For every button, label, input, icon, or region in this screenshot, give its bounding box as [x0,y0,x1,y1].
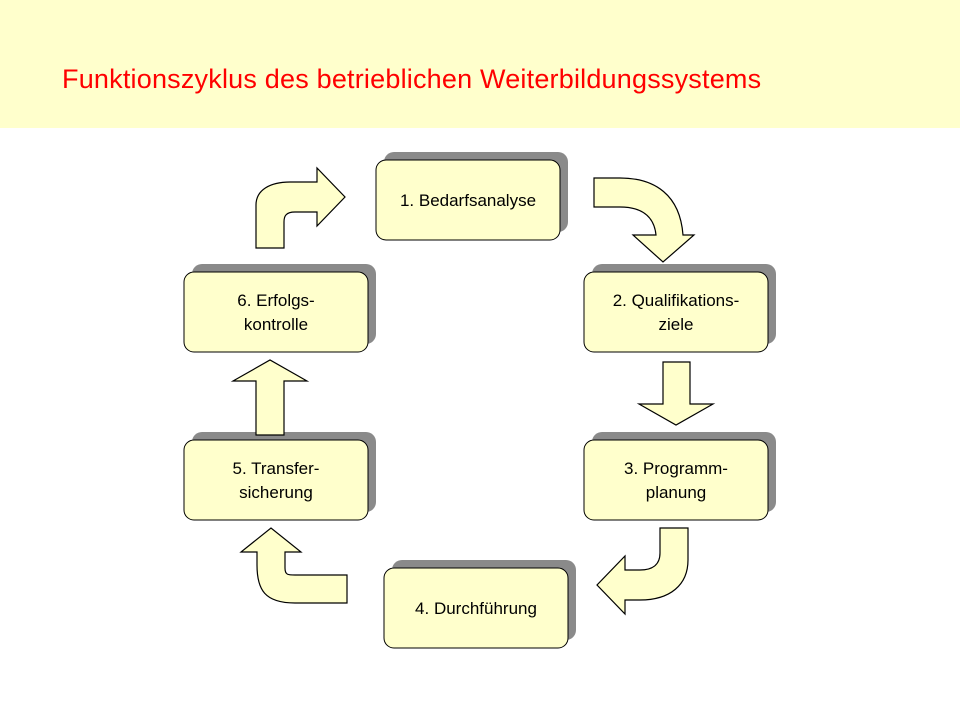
node-label-line: 3. Programm- [624,459,728,478]
node-box [383,567,569,649]
node-programmplanung: 3. Programm-planung [583,432,776,521]
node-erfolgskontrolle: 6. Erfolgs-kontrolle [183,264,376,353]
node-label-line: 6. Erfolgs- [237,291,314,310]
arrow-qualifikationsziele-to-programmplanung [636,361,716,426]
node-box [583,271,769,353]
arrow-programmplanung-to-durchfuehrung [596,527,689,616]
node-box [183,271,369,353]
arrow-transfersicherung-to-erfolgskontrolle [230,359,310,436]
node-label-line: kontrolle [244,315,308,334]
node-label-line: 4. Durchführung [415,599,537,618]
node-durchfuehrung: 4. Durchführung [383,560,576,649]
node-label-line: 1. Bedarfsanalyse [400,191,536,210]
node-label-line: ziele [659,315,694,334]
node-label-line: sicherung [239,483,313,502]
node-label-line: 5. Transfer- [233,459,320,478]
arrow-erfolgskontrolle-to-bedarfsanalyse [255,166,346,249]
page-title: Funktionszyklus des betrieblichen Weiter… [62,64,762,94]
node-box [375,159,561,241]
node-transfersicherung: 5. Transfer-sicherung [183,432,376,521]
title-banner: Funktionszyklus des betrieblichen Weiter… [0,0,960,128]
node-label-line: 2. Qualifikations- [613,291,740,310]
node-qualifikationsziele: 2. Qualifikations-ziele [583,264,776,353]
node-bedarfsanalyse: 1. Bedarfsanalyse [375,152,568,241]
node-box [183,439,369,521]
nodes-layer: 1. Bedarfsanalyse 2. Qualifikations-ziele… [183,152,776,649]
node-box [583,439,769,521]
arrow-bedarfsanalyse-to-qualifikationsziele [593,177,696,263]
arrow-durchfuehrung-to-transfersicherung [239,527,348,604]
node-label-line: planung [646,483,707,502]
